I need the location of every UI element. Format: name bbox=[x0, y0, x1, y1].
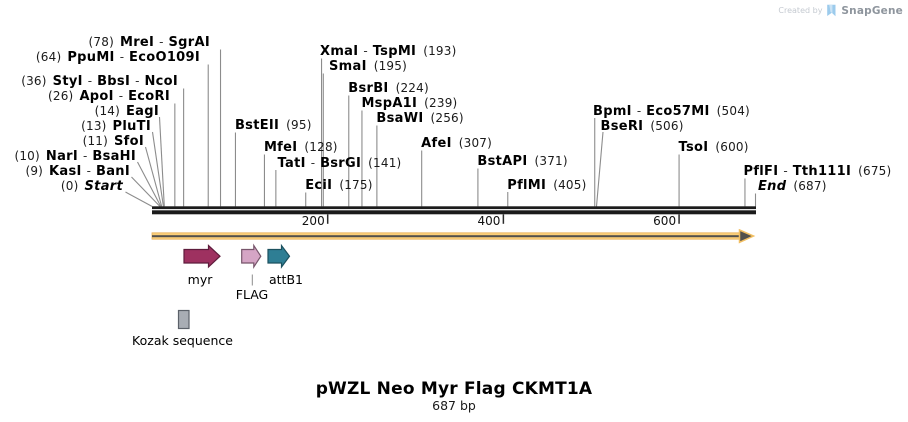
feature-label-myr[interactable]: myr bbox=[187, 271, 213, 287]
watermark: Created by SnapGene bbox=[778, 4, 903, 17]
map-length: 687 bp bbox=[432, 398, 476, 413]
feature-arrow-flag[interactable] bbox=[241, 243, 262, 270]
leader-line-9 bbox=[131, 176, 161, 207]
feature-label-flag[interactable]: FLAG bbox=[235, 287, 269, 302]
feature-label-kozak[interactable]: Kozak sequence bbox=[132, 332, 233, 348]
leader-line-11 bbox=[144, 146, 163, 207]
snapgene-logo-icon bbox=[827, 4, 836, 17]
leader-line-0 bbox=[125, 191, 153, 207]
feature-arrow-attb1[interactable] bbox=[267, 243, 291, 269]
feature-label-attb1[interactable]: attB1 bbox=[269, 271, 303, 287]
leader-line-13 bbox=[151, 131, 164, 207]
feature-box-kozak[interactable] bbox=[177, 309, 190, 330]
watermark-brand: SnapGene bbox=[841, 4, 903, 17]
leader-line-10 bbox=[137, 161, 162, 207]
leader-line-14 bbox=[158, 116, 165, 207]
ruler-ticks bbox=[326, 214, 680, 224]
site-leader-lines bbox=[125, 49, 757, 207]
map-title: pWZL Neo Myr Flag CKMT1A bbox=[315, 379, 593, 399]
sequence-bar-bottom-strand bbox=[152, 210, 756, 215]
sequence-bar-top-strand bbox=[152, 206, 756, 210]
sequence-span-arrow bbox=[151, 228, 756, 244]
leader-line-506 bbox=[595, 131, 604, 207]
feature-arrow-myr[interactable] bbox=[183, 244, 221, 269]
watermark-created-by: Created by bbox=[778, 6, 823, 15]
